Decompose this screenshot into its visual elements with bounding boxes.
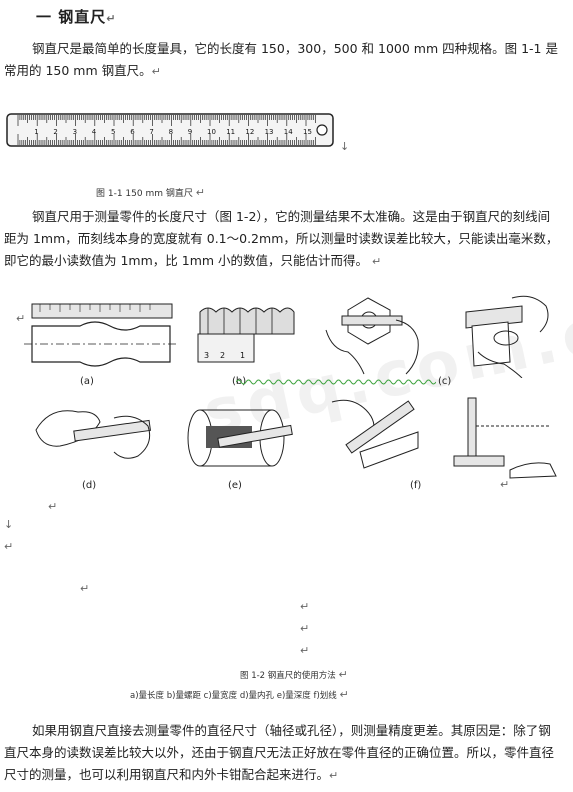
figure-panel-c-second-view (465, 295, 549, 378)
panel-label-f: (f) (410, 480, 422, 491)
ruler-number: 10 (207, 128, 216, 136)
return-mark-6: ↵ (300, 622, 310, 635)
figure-1-2-caption: 图 1-2 钢直尺的使用方法 ↵ (240, 668, 348, 681)
figure-panel-c-measure-width (325, 297, 419, 375)
panel-label-a: (a) (80, 376, 94, 387)
ruler-number: 2 (53, 128, 57, 136)
figure-panel-a-measure-length (24, 303, 176, 367)
return-mark-1: ↵ (48, 500, 58, 513)
spellcheck-underline (236, 379, 436, 385)
down-mark-2: ↓ (4, 518, 14, 531)
ruler-number: 9 (188, 128, 192, 136)
ruler-number: 15 (303, 128, 312, 136)
margin-mark-a: ↵ (16, 312, 26, 325)
figure-panel-e-measure-depth (187, 409, 293, 467)
figure-panel-f-scribing (331, 399, 419, 469)
paragraph-diameter: 如果用钢直尺直接去测量零件的直径尺寸（轴径或孔径），则测量精度更差。其原因是：除… (4, 723, 555, 782)
return-mark-2: ↵ (500, 478, 510, 491)
return-mark-5: ↵ (300, 600, 310, 613)
paragraph-intro: 钢直尺是最简单的长度量具，它的长度有 150，300，500 和 1000 mm… (4, 41, 558, 78)
ruler-number: 1 (34, 128, 38, 136)
figure-1-1-caption: 图 1-1 150 mm 钢直尺 ↵ (96, 186, 205, 199)
paragraph-accuracy: 钢直尺用于测量零件的长度尺寸（图 1-2），它的测量结果不太准确。这是由于钢直尺… (4, 209, 559, 268)
svg-text:1: 1 (240, 351, 245, 360)
ruler-number: 4 (92, 128, 97, 136)
svg-text:2: 2 (220, 351, 225, 360)
return-mark-7: ↵ (300, 644, 310, 657)
figure-1-2-subcaption: a)量长度 b)量螺距 c)量宽度 d)量内孔 e)量深度 f)划线 ↵ (130, 688, 349, 701)
figure-panel-d-measure-hole (35, 410, 152, 459)
panel-label-e: (e) (228, 480, 242, 491)
ruler-number: 14 (284, 128, 293, 136)
panel-label-c: (c) (438, 376, 452, 387)
return-mark-3: ↵ (4, 540, 14, 553)
panel-label-d: (d) (82, 480, 97, 491)
down-arrow-mark: ↓ (340, 140, 350, 153)
panel-label-b: (b) (232, 376, 247, 387)
ruler-number: 13 (265, 128, 274, 136)
svg-text:3: 3 (204, 351, 209, 360)
ruler-number: 3 (73, 128, 77, 136)
return-mark-4: ↵ (80, 582, 90, 595)
ruler-number: 5 (111, 128, 115, 136)
figure-panel-f-second-view (453, 397, 557, 479)
ruler-number: 6 (130, 128, 135, 136)
ruler-number: 11 (226, 128, 235, 136)
section-heading: 一 钢直尺↵ (36, 8, 117, 26)
figure-panel-b-measure-pitch: 3 2 1 (197, 307, 295, 363)
ruler-number: 7 (149, 128, 153, 136)
ruler-number: 8 (169, 128, 173, 136)
ruler-number: 12 (245, 128, 254, 136)
